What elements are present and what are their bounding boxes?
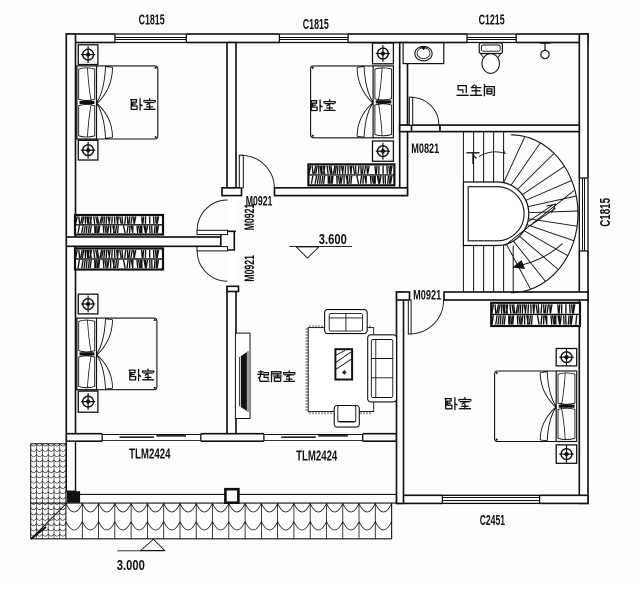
svg-text:C1815: C1815	[303, 16, 329, 33]
svg-text:M0921: M0921	[242, 203, 257, 230]
svg-text:M0921: M0921	[413, 287, 441, 302]
svg-text:TLM2424: TLM2424	[296, 448, 338, 465]
svg-text:TLM2424: TLM2424	[129, 446, 171, 463]
svg-text:M0821: M0821	[411, 141, 439, 156]
svg-text:3.600: 3.600	[319, 231, 347, 248]
svg-text:C1215: C1215	[479, 12, 505, 29]
svg-text:M0921: M0921	[246, 194, 273, 209]
svg-text:M0921: M0921	[242, 255, 257, 282]
svg-text:C2451: C2451	[480, 512, 505, 529]
svg-text:C1815: C1815	[597, 198, 614, 227]
svg-text:C1815: C1815	[139, 12, 165, 29]
svg-text:3.000: 3.000	[117, 557, 145, 574]
